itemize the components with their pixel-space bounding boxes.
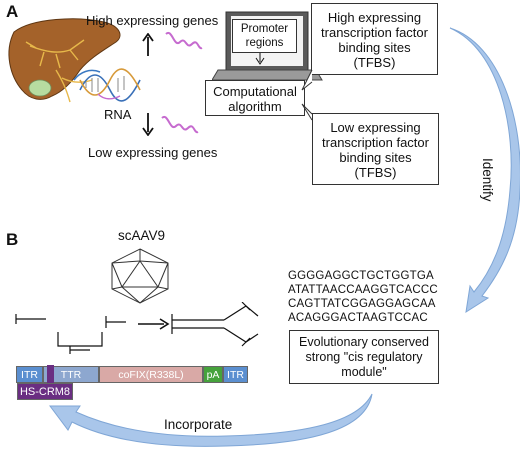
identify-label: Identify [480, 158, 495, 202]
panel-a-label: A [6, 2, 19, 21]
low-tfbs-box: Low expressing transcription factor bind… [312, 113, 439, 185]
incorporate-arrow [49, 393, 373, 447]
construct-bar: ITR TTR coFIX(R338L) pA ITR [16, 365, 248, 384]
rna-wave-icon [161, 115, 199, 134]
dna-illustration [79, 68, 141, 102]
identify-arrow [449, 27, 520, 314]
rna-wave-icon [165, 31, 203, 50]
high-tfbs-box: High expressing transcription factor bin… [311, 3, 438, 75]
promoter-regions-box: Promoter regions [232, 19, 297, 53]
genome-conversion [15, 302, 259, 354]
incorporate-label: Incorporate [164, 417, 233, 432]
rna-label: RNA [104, 107, 132, 122]
sequence-line: CAGTTATCGGAGGAGCAA [288, 298, 436, 310]
cis-module-box: Evolutionary conserved strong "cis regul… [289, 330, 439, 384]
hs-crm8-segment: HS-CRM8 [17, 383, 73, 400]
pa-segment: pA [203, 366, 223, 383]
capsid-label: scAAV9 [118, 228, 166, 243]
cofix-segment: coFIX(R338L) [99, 366, 203, 383]
high-genes-label: High expressing genes [86, 13, 219, 28]
crm8-insert-marker [47, 365, 54, 384]
capsid-icon [111, 248, 169, 304]
ttr-segment: TTR [43, 366, 99, 383]
sequence-line: ATATTAACCAAGGTCACCC [288, 284, 438, 296]
itr-left-segment: ITR [16, 366, 43, 383]
sequence-line: ACAGGGACTAAGTCCAC [288, 312, 428, 324]
down-arrow-icon [142, 113, 154, 136]
algorithm-box: Computational algorithm [205, 80, 305, 116]
sequence-block: GGGGAGGCTGCTGGTGA ATATTAACCAAGGTCACCC CA… [288, 269, 438, 325]
panel-b-label: B [6, 230, 19, 249]
sequence-line: GGGGAGGCTGCTGGTGA [288, 270, 434, 282]
itr-right-segment: ITR [223, 366, 248, 383]
low-genes-label: Low expressing genes [88, 145, 218, 160]
callout-pointers [301, 69, 313, 121]
up-arrow-icon [142, 33, 154, 56]
liver-illustration [8, 18, 121, 103]
